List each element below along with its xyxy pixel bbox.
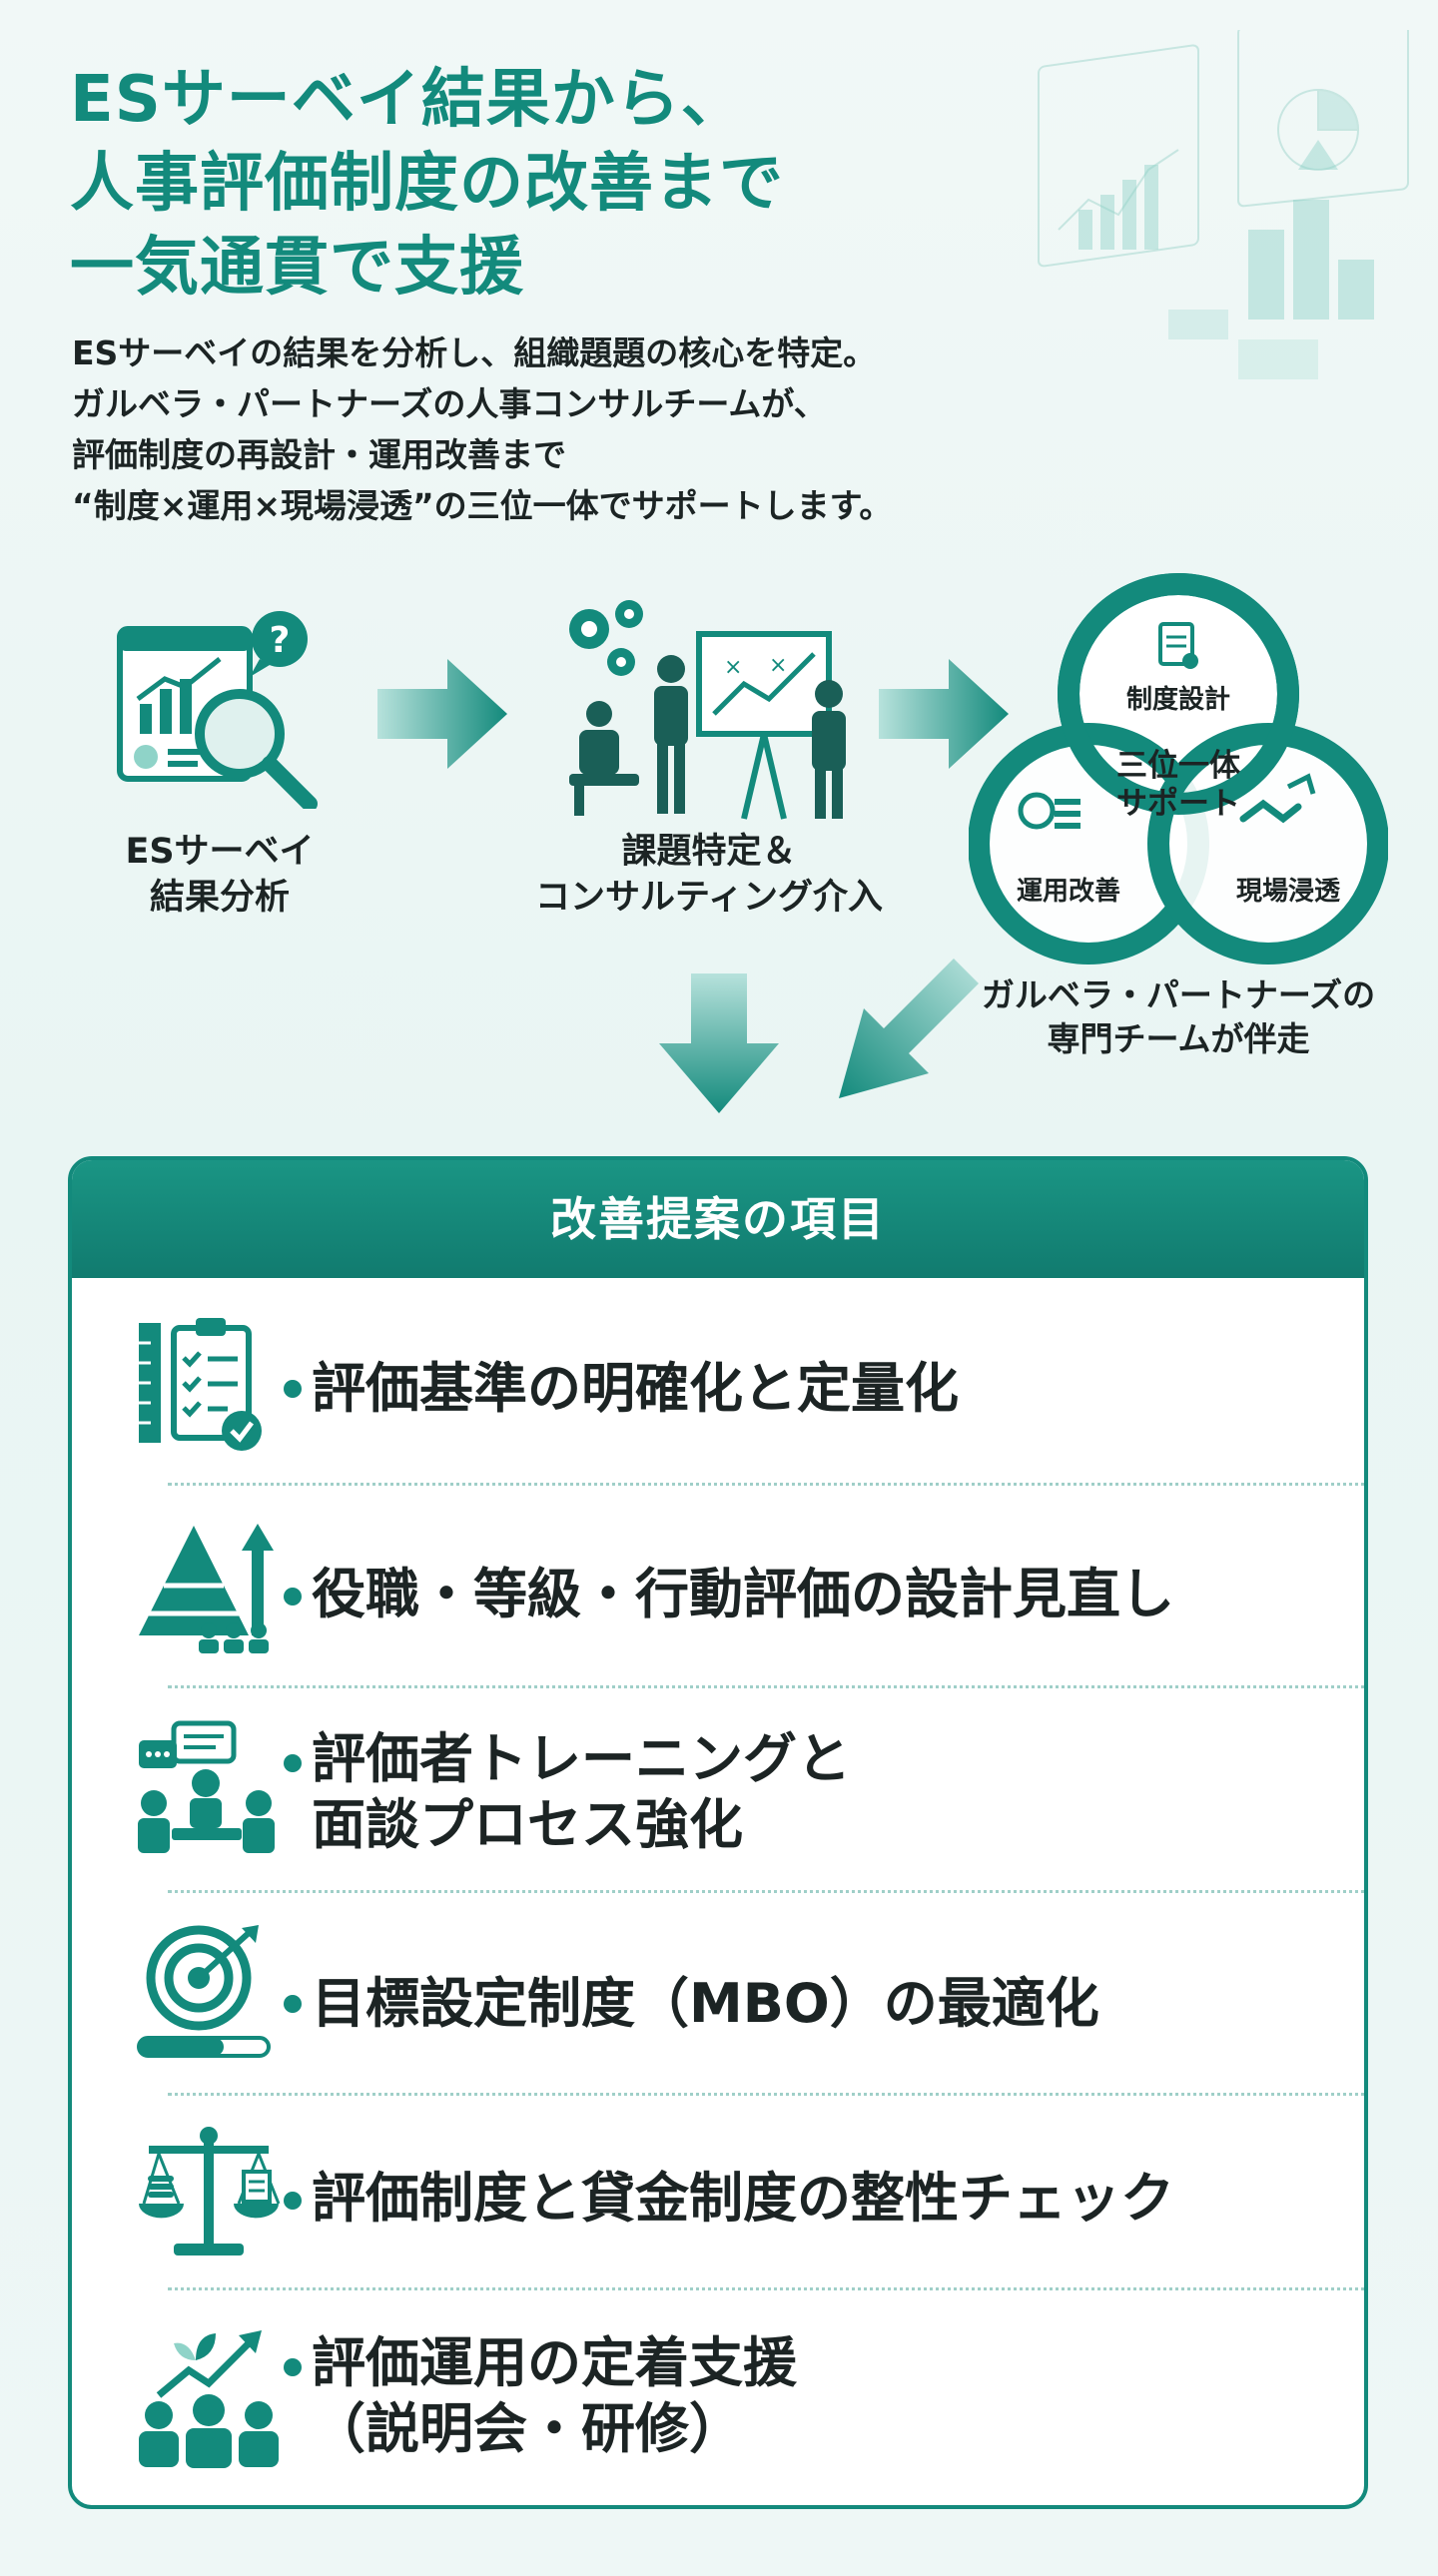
list-item: 評価者トレーニングと 面談プロセス強化 <box>72 1688 1364 1890</box>
step1-label: ESサーベイ 結果分析 <box>80 829 360 921</box>
trinity-left-label: 運用改善 <box>1016 877 1120 907</box>
card-title: 改善提案の項目 <box>72 1160 1364 1278</box>
trinity-right-label: 現場浸透 <box>1235 877 1340 907</box>
pyramid-growth-icon <box>139 1524 274 1653</box>
item-3-line-1: 評価者トレーニングと <box>312 1727 851 1790</box>
step1-label-line-1: ESサーベイ <box>125 832 315 872</box>
headline: ESサーベイ結果から、 人事評価制度の改善まで 一気通貫で支援 <box>70 58 989 310</box>
svg-text:×: × <box>724 655 742 680</box>
item-text: 評価制度と貸金制度の整性チェック <box>312 2166 1174 2232</box>
balance-scale-icon <box>139 2127 281 2255</box>
decorative-chart-illustration <box>1038 30 1409 379</box>
list-item: 目標設定制度（MBO）の最適化 <box>72 1893 1364 2093</box>
step2-label: 課題特定＆ コンサルティング介入 <box>499 829 919 921</box>
target-icon <box>137 1925 271 2058</box>
bullet-dot <box>284 1995 302 2013</box>
training-meeting-icon <box>138 1720 275 1853</box>
arrow-diagonal-icon <box>839 959 979 1098</box>
item-6-line-2: （説明会・研修） <box>312 2397 743 2460</box>
headline-line-2: 人事評価制度の改善まで <box>70 147 784 221</box>
svg-text:×: × <box>769 653 787 678</box>
arrow-right-icon-2 <box>879 659 1009 769</box>
consulting-meeting-icon: × × <box>569 600 846 820</box>
trinity-caption: ガルベラ・パートナーズの 専門チームが伴走 <box>949 973 1408 1061</box>
bullet-dot <box>284 2358 302 2376</box>
intro-text: ESサーベイの結果を分析し、組織題題の核心を特定。 ガルベラ・パートナーズの人事… <box>72 327 1150 531</box>
item-text: 目標設定制度（MBO）の最適化 <box>312 1971 1099 2037</box>
item-2-line-1: 役職・等級・行動評価の設計見直し <box>312 1563 1174 1625</box>
item-text: 評価者トレーニングと 面談プロセス強化 <box>312 1726 851 1858</box>
intro-line-3: 評価制度の再設計・運用改善まで <box>72 435 566 474</box>
trinity-diagram: 制度設計 三位一体 サポート 運用改善 現場浸透 <box>969 569 1388 988</box>
list-item: 評価基準の明確化と定量化 <box>72 1278 1364 1483</box>
item-text: 評価基準の明確化と定量化 <box>312 1356 959 1422</box>
bullet-dot <box>284 2192 302 2210</box>
item-3-line-2: 面談プロセス強化 <box>312 1793 743 1856</box>
trinity-caption-line-2: 専門チームが伴走 <box>1047 1019 1310 1058</box>
intro-line-2: ガルベラ・パートナーズの人事コンサルチームが、 <box>72 384 827 423</box>
headline-line-1: ESサーベイ結果から、 <box>70 63 746 137</box>
list-item: 評価制度と貸金制度の整性チェック <box>72 2096 1364 2287</box>
divider <box>168 2287 1364 2290</box>
divider <box>168 1890 1364 1893</box>
intro-line-1: ESサーベイの結果を分析し、組織題題の核心を特定。 <box>72 333 877 372</box>
item-1-line-1: 評価基準の明確化と定量化 <box>312 1357 959 1420</box>
headline-line-3: 一気通貫で支援 <box>70 231 524 305</box>
step2-label-line-2: コンサルティング介入 <box>535 878 883 918</box>
divider <box>168 1685 1364 1688</box>
trinity-caption-line-1: ガルベラ・パートナーズの <box>981 975 1376 1014</box>
trinity-top-label: 制度設計 <box>1125 685 1230 715</box>
improvement-card: 改善提案の項目 評価基準の明確化と定量化 <box>68 1156 1368 2509</box>
trinity-center-line-2: サポート <box>1116 786 1240 822</box>
divider <box>168 1483 1364 1486</box>
step2-label-line-1: 課題特定＆ <box>621 832 797 872</box>
intro-line-4: “制度×運用×現場浸透”の三位一体でサポートします。 <box>72 486 893 525</box>
team-growth-icon <box>139 2330 279 2468</box>
trinity-center-line-1: 三位一体 <box>1116 748 1240 784</box>
trinity-rings <box>969 573 1388 965</box>
bullet-dot <box>284 1588 302 1606</box>
divider <box>168 2093 1364 2096</box>
item-text: 評価運用の定着支援 （説明会・研修） <box>312 2330 797 2462</box>
item-5-line-1: 評価制度と貸金制度の整性チェック <box>312 2167 1174 2230</box>
list-item: 評価運用の定着支援 （説明会・研修） <box>72 2290 1364 2505</box>
bullet-dot <box>284 1380 302 1398</box>
bullet-dot <box>284 1754 302 1772</box>
survey-analysis-icon: ? <box>117 611 318 809</box>
item-text: 役職・等級・行動評価の設計見直し <box>312 1562 1174 1627</box>
step1-label-line-2: 結果分析 <box>149 878 290 918</box>
item-6-line-1: 評価運用の定着支援 <box>312 2331 797 2394</box>
checklist-icon <box>139 1318 262 1451</box>
arrow-down-icon <box>659 973 779 1113</box>
svg-text:?: ? <box>270 620 291 661</box>
trinity-center: 三位一体 サポート <box>1088 747 1268 823</box>
item-4-line-1: 目標設定制度（MBO）の最適化 <box>312 1972 1099 2035</box>
arrow-right-icon-1 <box>377 659 507 769</box>
list-item: 役職・等級・行動評価の設計見直し <box>72 1486 1364 1685</box>
